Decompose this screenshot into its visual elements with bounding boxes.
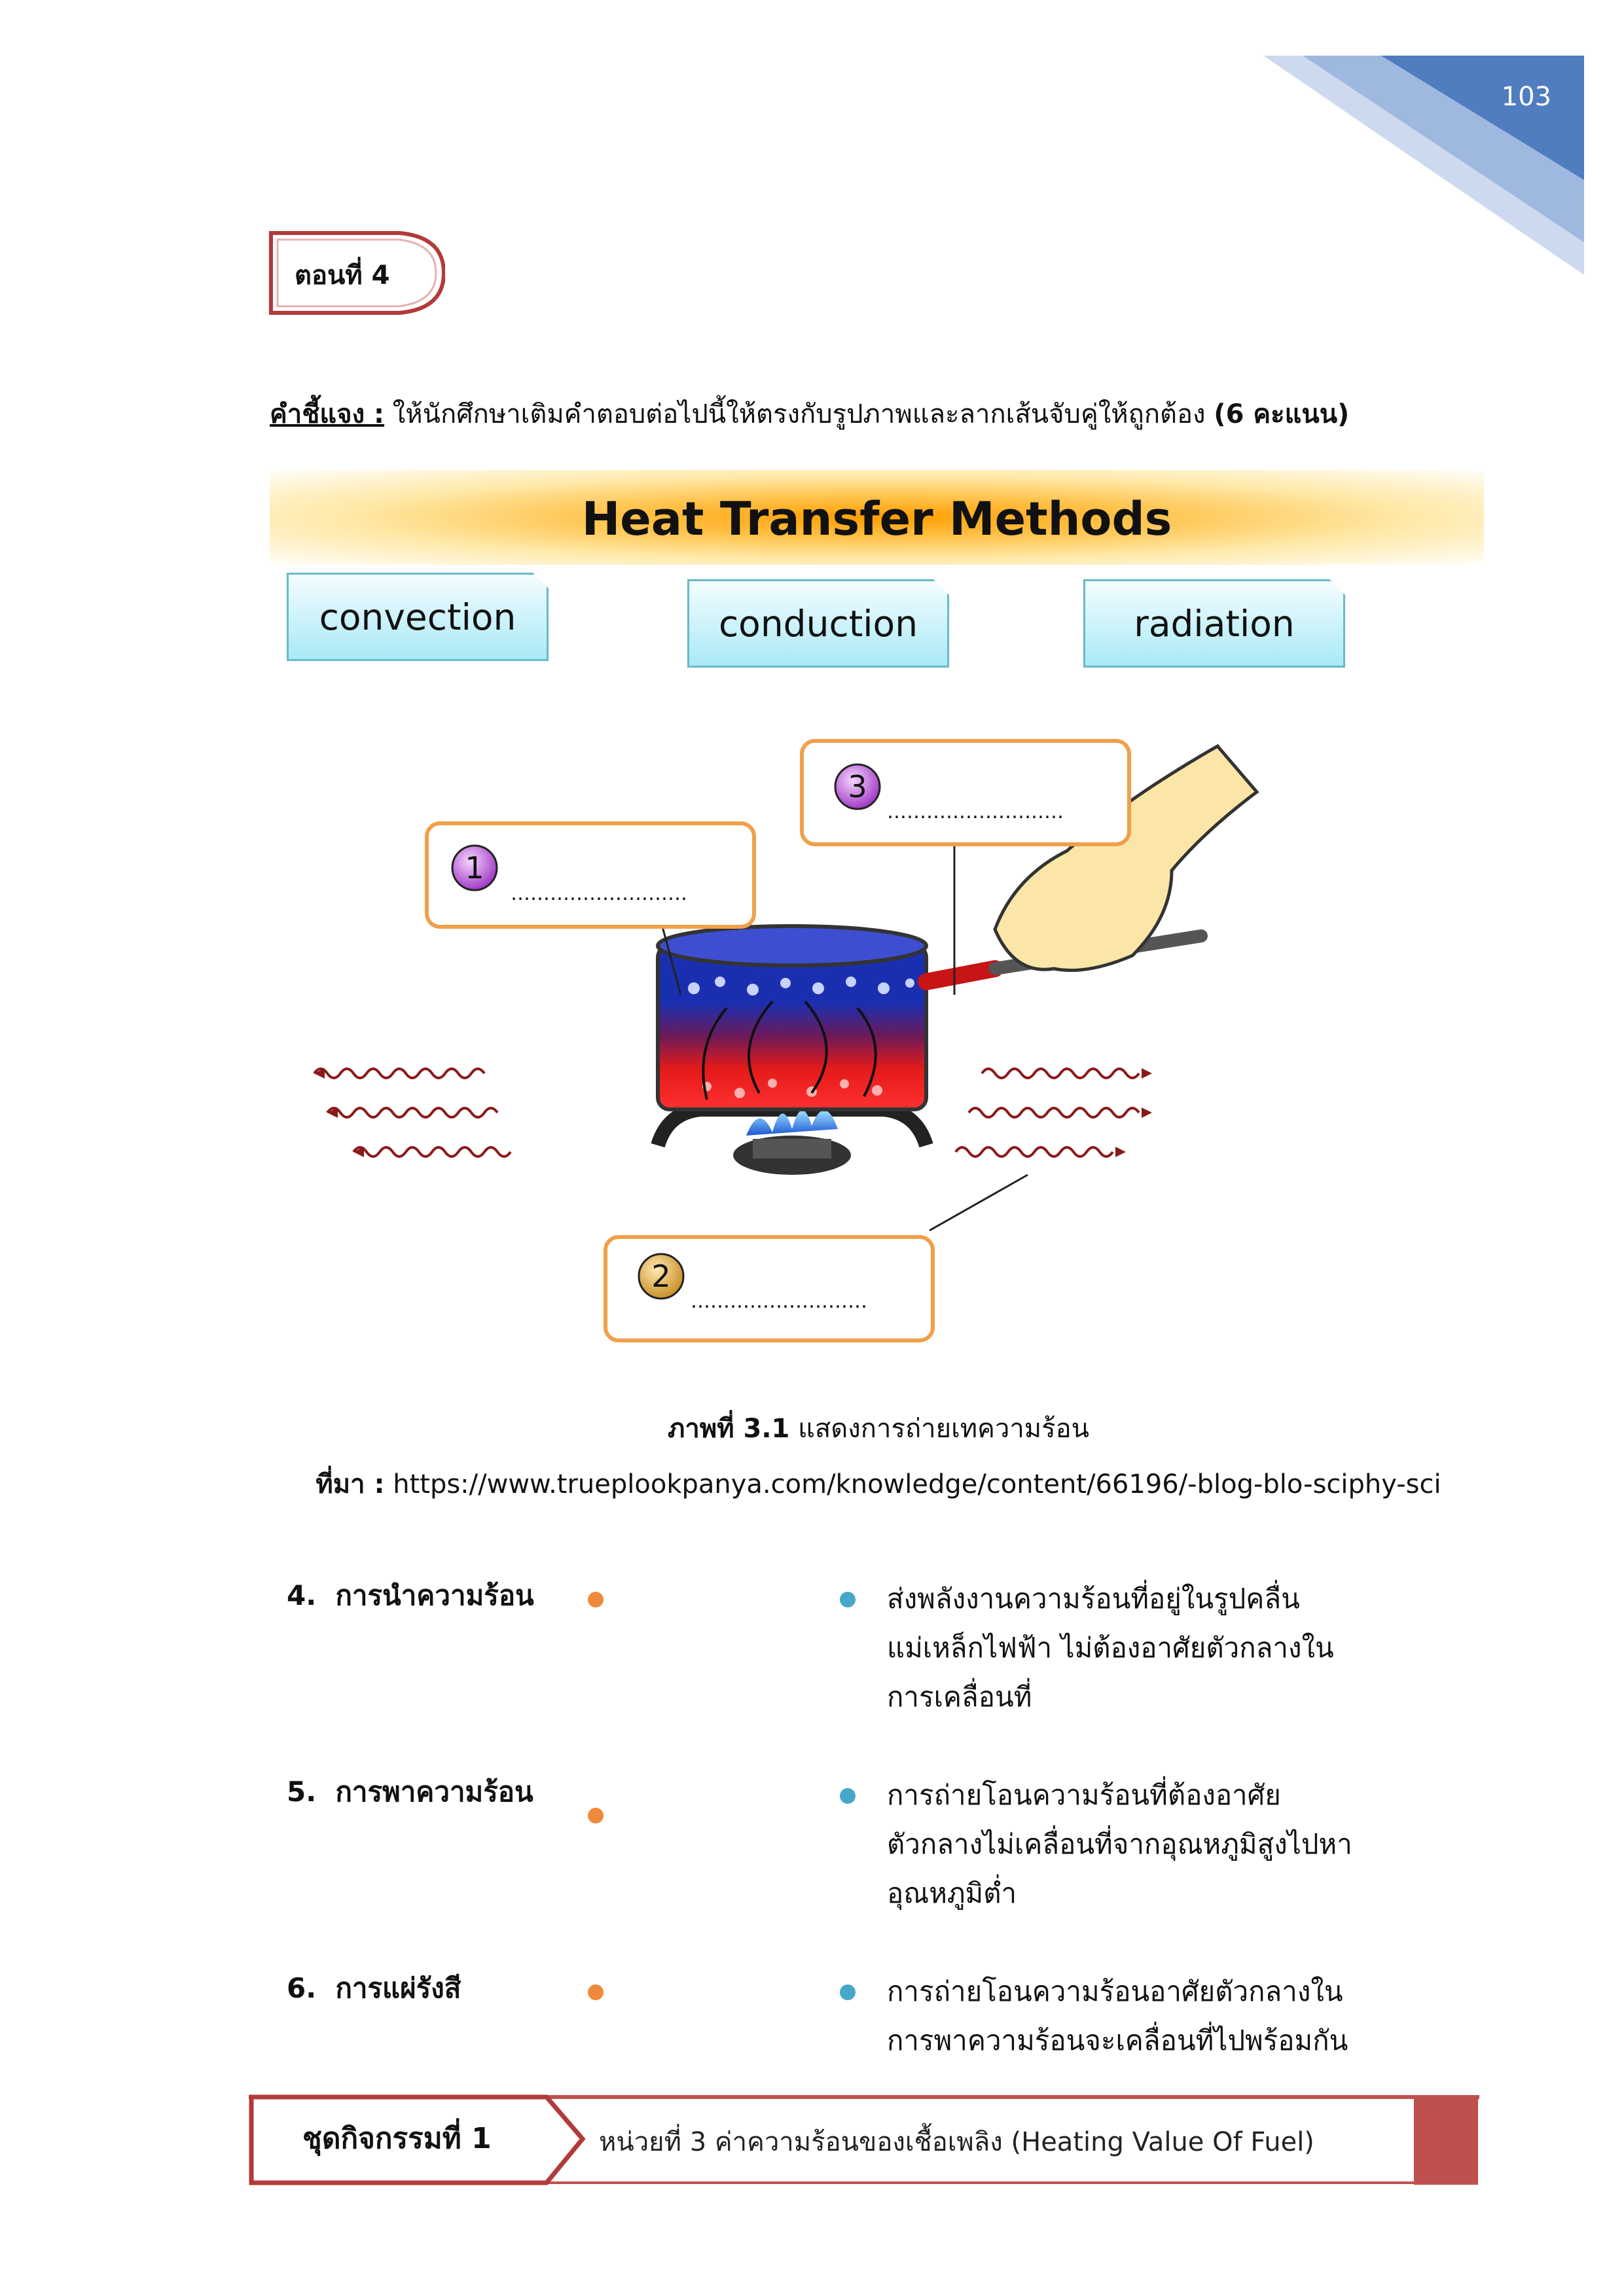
badge-3-icon: [834, 763, 881, 810]
gas-stove: [651, 1102, 933, 1175]
footer-bar: [249, 2094, 1479, 2185]
blank-1-dots: ………………………: [511, 882, 687, 905]
match-dot-right-1[interactable]: [840, 1592, 856, 1607]
word-tile-conduction[interactable]: conduction: [687, 579, 949, 668]
radiation-waves: [313, 1067, 1140, 1158]
badge-2-number: 2: [651, 1259, 670, 1294]
match-dot-left-4[interactable]: [588, 1592, 604, 1607]
page-number: 103: [1501, 82, 1551, 112]
section-tag-shape: [269, 231, 445, 315]
match-dot-right-3[interactable]: [840, 1984, 856, 2000]
badge-1-icon: [451, 844, 498, 891]
caption-label: ภาพที่ 3.1: [668, 1414, 790, 1444]
instruction-text: ให้นักศึกษาเติมคำตอบต่อไปนี้ให้ตรงกับรูป…: [392, 399, 1206, 429]
footer-text: หน่วยที่ 3 ค่าความร้อนของเชื้อเพลิง (Hea…: [599, 2127, 1314, 2157]
instruction: คำชี้แจง : ให้นักศึกษาเติมคำตอบต่อไปนี้ใ…: [270, 393, 1487, 435]
banner-title: Heat Transfer Methods: [581, 492, 1172, 546]
source-label: ที่มา :: [316, 1469, 385, 1499]
blank-box-3[interactable]: [800, 739, 1131, 846]
match-left-item-4: 4. การนำความร้อน: [287, 1579, 534, 1611]
figure-caption: ภาพที่ 3.1 แสดงการถ่ายเทความร้อน: [270, 1407, 1487, 1449]
instruction-score: (6 คะแนน): [1214, 399, 1350, 429]
blank-box-2[interactable]: [604, 1235, 935, 1342]
blank-box-1[interactable]: [425, 821, 756, 929]
hand-illustration: [993, 744, 1259, 972]
corner-decoration: [1263, 56, 1584, 275]
source-url[interactable]: https://www.trueplookpanya.com/knowledge…: [393, 1469, 1441, 1499]
badge-1-number: 1: [465, 850, 484, 886]
caption-text: แสดงการถ่ายเทความร้อน: [798, 1414, 1089, 1444]
blank-3-dots: ………………………: [887, 800, 1064, 823]
match-left-item-6: 6. การแผ่รังสี: [287, 1972, 461, 2004]
match-dot-right-2[interactable]: [840, 1788, 856, 1804]
match-dot-left-5[interactable]: [588, 1808, 604, 1823]
badge-3-number: 3: [848, 769, 867, 804]
match-dot-left-6[interactable]: [588, 1984, 604, 2000]
section-label: ตอนที่ 4: [295, 260, 390, 291]
match-right-item-1: ส่งพลังงานความร้อนที่อยู่ในรูปคลื่น แม่เ…: [887, 1583, 1334, 1713]
badge-2-icon: [638, 1253, 685, 1300]
instruction-label: คำชี้แจง :: [270, 399, 385, 429]
match-right-item-3: การถ่ายโอนความร้อนอาศัยตัวกลางใน การพาคว…: [887, 1975, 1348, 2056]
heat-transfer-diagram: 1 ……………………… 3 ……………………… 2 ………………………: [313, 739, 1259, 1342]
title-banner: [270, 470, 1484, 565]
word-tile-convection[interactable]: convection: [287, 573, 549, 661]
match-right-item-2: การถ่ายโอนความร้อนที่ต้องอาศัย ตัวกลางไม…: [887, 1779, 1352, 1909]
figure-source: ที่มา : https://www.trueplookpanya.com/k…: [270, 1463, 1487, 1505]
word-tile-radiation[interactable]: radiation: [1083, 579, 1345, 668]
footer-label: ชุดกิจกรรมที่ 1: [302, 2122, 492, 2155]
match-left-item-5: 5. การพาความร้อน: [287, 1776, 533, 1808]
blank-2-dots: ………………………: [691, 1290, 867, 1313]
